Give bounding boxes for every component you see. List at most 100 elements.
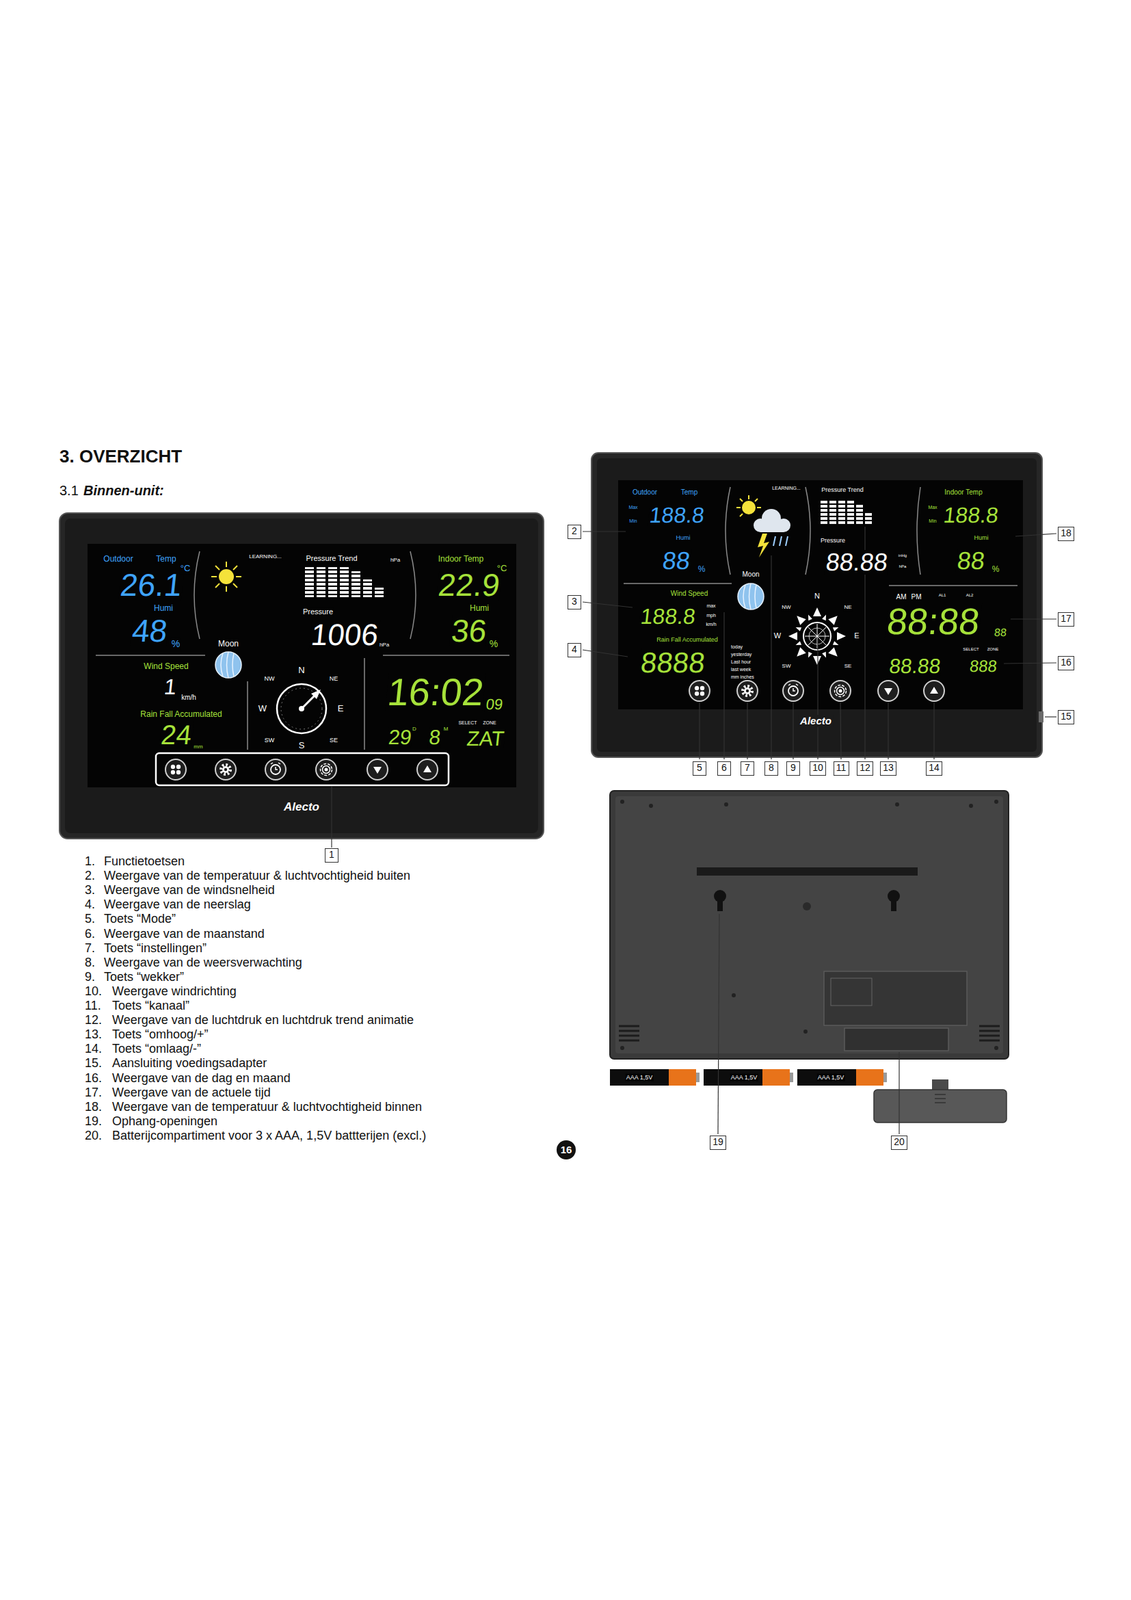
- lcd-text: °C: [496, 562, 509, 574]
- leader-line: [582, 601, 633, 608]
- function-keys: [224, 767, 228, 771]
- wind-compass: [311, 689, 321, 699]
- lcd-text: 09: [484, 696, 505, 712]
- lcd-text: Rain Fall Accumulated: [139, 709, 223, 719]
- lcd-text: W: [257, 702, 268, 714]
- lcd-text: Temp: [680, 488, 699, 497]
- callout-number: 2: [567, 524, 582, 539]
- lcd-text: NE: [328, 674, 340, 683]
- callout-number: 3: [567, 594, 582, 610]
- lcd-text: yesterday: [730, 651, 753, 658]
- list-number: 17.: [84, 1085, 102, 1101]
- list-item: Weergave van de temperatuur & luchtvocht…: [112, 1099, 422, 1115]
- back-unit-housing: [618, 1034, 640, 1037]
- aaa-batteries: [609, 1068, 887, 1086]
- function-keys: [423, 765, 432, 773]
- right-lcd-dividers: [623, 486, 1018, 586]
- back-unit-housing: [696, 867, 918, 876]
- callout-number: 10: [809, 761, 827, 776]
- left-unit-housing: [59, 512, 544, 839]
- back-unit-housing: [979, 1039, 1000, 1042]
- lcd-text: %: [488, 637, 499, 650]
- pressure-trend-bars: [820, 499, 828, 524]
- weather-forecast-icon: [736, 506, 741, 509]
- pressure-trend-bars: [856, 503, 863, 524]
- function-keys: [782, 680, 804, 701]
- lcd-text: Max: [627, 504, 638, 511]
- function-keys: [367, 759, 388, 780]
- right-unit-housing: [596, 458, 1037, 752]
- function-keys: [694, 685, 699, 690]
- leader-line: [792, 702, 794, 760]
- weather-forecast-icon: [756, 506, 762, 509]
- callout-text: 1: [328, 849, 335, 860]
- back-unit-housing: [994, 799, 999, 804]
- battery-cover: [934, 1097, 946, 1099]
- callout-number: 11: [833, 761, 850, 776]
- list-item: Toets “omlaag/-”: [112, 1042, 202, 1058]
- back-unit-housing: [648, 803, 654, 808]
- lcd-text: E: [337, 702, 345, 714]
- function-keys: [373, 766, 382, 774]
- back-unit-housing: [620, 799, 625, 804]
- back-unit-housing: [618, 1039, 640, 1042]
- lcd-text: 1: [162, 675, 178, 698]
- lcd-text: 188.8: [638, 605, 697, 628]
- lcd-text: Humi: [469, 603, 490, 613]
- list-number: 15.: [84, 1056, 102, 1072]
- sun-icon: [215, 583, 220, 588]
- left-lcd-dividers: [95, 654, 206, 656]
- callout-number: 6: [717, 761, 731, 776]
- function-keys: [923, 680, 945, 701]
- function-keys: [830, 680, 851, 701]
- leader-line: [582, 530, 626, 532]
- sun-icon: [211, 561, 242, 592]
- weather-forecast-icon: [741, 500, 756, 515]
- lcd-text: Pressure: [302, 607, 334, 617]
- sun-icon: [211, 575, 217, 578]
- lcd-text: %: [697, 564, 707, 574]
- weather-forecast-icon: [773, 536, 788, 546]
- weather-forecast-icon: [739, 513, 743, 517]
- wind-compass: [794, 624, 802, 632]
- list-item: Weergave van de neerslag: [103, 897, 251, 913]
- lcd-text: Outdoor: [631, 488, 658, 497]
- callout-number: 12: [856, 761, 874, 776]
- left-lcd-dividers: [246, 681, 249, 750]
- moon-icon: [743, 583, 757, 610]
- list-number: 9.: [84, 969, 96, 985]
- back-unit-housing: [618, 1025, 1000, 1041]
- weather-forecast-icon: [736, 495, 791, 558]
- weather-forecast-icon: [736, 495, 762, 517]
- function-keys: [700, 685, 705, 690]
- battery-label: AAA 1,5V: [730, 1073, 759, 1082]
- callout-number: 13: [880, 761, 897, 776]
- lcd-text: 22.9: [436, 568, 502, 601]
- callout-text: 17: [1060, 613, 1072, 624]
- back-unit-housing: [979, 1034, 1000, 1037]
- leader-line: [840, 702, 842, 760]
- back-unit-housing: [890, 895, 897, 911]
- back-unit-housing: [609, 790, 1009, 1059]
- page-heading: 3. OVERZICHT: [59, 445, 182, 468]
- lcd-text: SW: [781, 662, 792, 670]
- callout-number: 20: [890, 1135, 908, 1150]
- function-keys: [270, 764, 281, 775]
- sun-icon: [225, 586, 228, 592]
- back-unit-housing: [802, 901, 811, 911]
- lcd-text: N: [297, 664, 305, 676]
- leader-line: [1003, 662, 1057, 664]
- lcd-text: Humi: [153, 603, 174, 613]
- callout-text: 14: [928, 762, 940, 773]
- wind-compass: [301, 694, 316, 709]
- leader-line: [330, 786, 332, 848]
- function-keys: [694, 691, 699, 696]
- function-keys: [165, 759, 186, 780]
- wind-compass: [794, 640, 802, 647]
- sun-icon: [235, 575, 242, 578]
- list-item: Toets “wekker”: [103, 969, 184, 985]
- weather-forecast-icon: [779, 536, 782, 546]
- wind-compass: [298, 705, 305, 712]
- moon-icon: [220, 651, 234, 678]
- weather-forecast-icon: [736, 495, 762, 517]
